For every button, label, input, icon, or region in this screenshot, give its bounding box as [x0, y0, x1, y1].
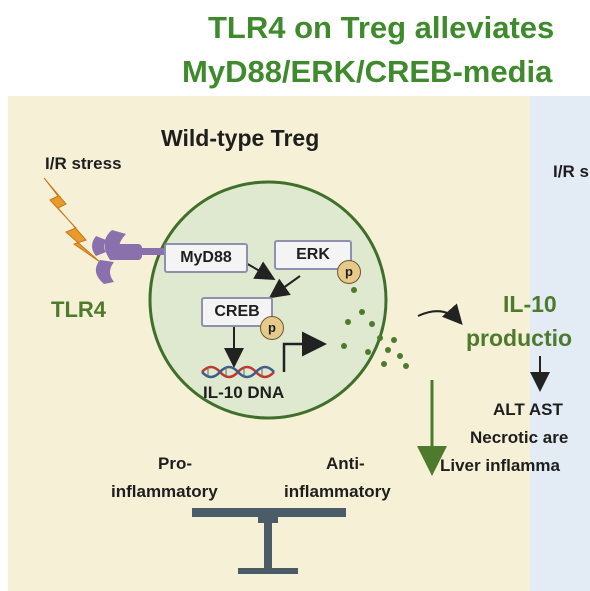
il10-dots [341, 287, 409, 369]
knockout-panel [530, 96, 590, 591]
tlr4-label: TLR4 [51, 297, 106, 322]
title-line-2: MyD88/ERK/CREB-media [182, 54, 553, 89]
tlr4-receptor-icon [92, 230, 166, 284]
myd88-node: MyD88 [164, 243, 248, 273]
outcome-necrotic-area: Necrotic are [470, 428, 569, 447]
arrow-myd88-to-erk [243, 261, 276, 280]
outcome-liver-inflammation: Liver inflamma [440, 456, 560, 475]
il10-dna-label: IL-10 DNA [203, 383, 285, 402]
ir-stress-label-ko: I/R s [553, 162, 589, 181]
il10-label: IL-10 [503, 291, 557, 317]
balance-scale-icon [192, 508, 346, 574]
pro-inflammatory-label: inflammatory [111, 482, 218, 501]
erk-phospho-badge: p [337, 260, 361, 284]
arrow-to-il10-production [417, 303, 463, 325]
anti-label: Anti- [326, 454, 365, 473]
creb-node: CREB [201, 297, 273, 327]
production-label: productio [466, 325, 573, 351]
anti-inflammatory-label: inflammatory [284, 482, 391, 501]
wild-type-heading: Wild-type Treg [161, 125, 320, 151]
ir-stress-label: I/R stress [45, 154, 122, 173]
arrow-erk-to-creb [268, 275, 301, 299]
transcription-start-arrow [282, 331, 327, 372]
title-line-1: TLR4 on Treg alleviates [208, 10, 555, 45]
pro-label: Pro- [158, 454, 192, 473]
outcome-alt-ast: ALT AST [493, 400, 563, 419]
dna-icon [201, 365, 275, 379]
lightning-icon [43, 177, 101, 263]
creb-phospho-badge: p [260, 316, 284, 340]
